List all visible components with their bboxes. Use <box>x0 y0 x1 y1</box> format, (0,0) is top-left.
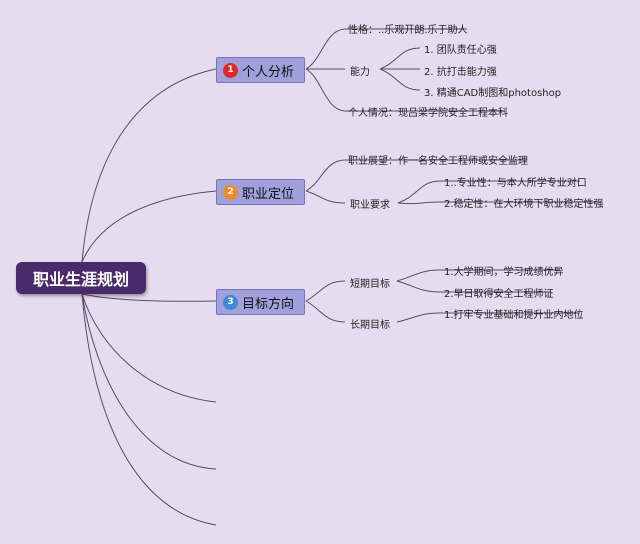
branch-node-personal-analysis[interactable]: 1 个人分析 <box>216 57 306 83</box>
root-label: 职业生涯规划 <box>32 270 129 289</box>
leaf-requirement-2[interactable]: 2.稳定性：在大环境下职业稳定性强 <box>444 199 604 210</box>
leaf-career-requirements[interactable]: 职业要求 <box>350 200 390 211</box>
leaf-long-term-1[interactable]: 1.打牢专业基础和提升业内地位 <box>444 310 584 321</box>
leaf-short-term-1[interactable]: 1.大学期间，学习成绩优异 <box>444 267 564 278</box>
number-2-badge: 2 <box>223 184 238 200</box>
branch-label: 职业定位 <box>242 186 295 202</box>
leaf-personality[interactable]: 性格：..乐观开朗.乐于助人 <box>348 25 468 36</box>
leaf-short-term-2[interactable]: 2.早日取得安全工程师证 <box>444 289 554 300</box>
leaf-ability-2[interactable]: 2. 抗打击能力强 <box>424 67 497 78</box>
branch-label: 目标方向 <box>242 296 295 312</box>
branch-label: 个人分析 <box>242 64 295 80</box>
leaf-personal-status[interactable]: 个人情况：现吕梁学院安全工程本科 <box>348 108 508 119</box>
leaf-short-term-goal[interactable]: 短期目标 <box>350 279 390 290</box>
leaf-ability[interactable]: 能力 <box>350 67 370 78</box>
number-3-badge: 3 <box>223 294 238 310</box>
root-node[interactable]: 职业生涯规划 <box>16 262 146 294</box>
branch-node-career-positioning[interactable]: 2 职业定位 <box>216 179 306 205</box>
leaf-ability-1[interactable]: 1. 团队责任心强 <box>424 45 497 56</box>
leaf-long-term-goal[interactable]: 长期目标 <box>350 320 390 331</box>
branch-node-target-direction[interactable]: 3 目标方向 <box>216 289 306 315</box>
leaf-career-outlook[interactable]: 职业展望：作一名安全工程师或安全监理 <box>348 156 528 167</box>
leaf-requirement-1[interactable]: 1..专业性：与本人所学专业对口 <box>444 178 587 189</box>
leaf-ability-3[interactable]: 3. 精通CAD制图和photoshop <box>424 88 562 99</box>
number-1-badge: 1 <box>223 62 238 78</box>
